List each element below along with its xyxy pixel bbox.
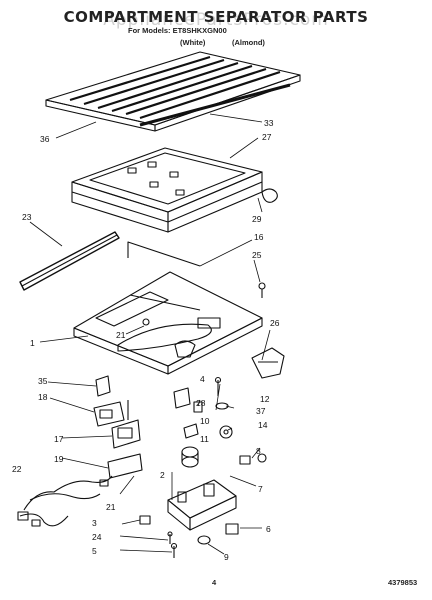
- callout-27: 27: [262, 132, 272, 142]
- callout-11: 11: [200, 434, 209, 444]
- callout-7: 7: [258, 484, 263, 494]
- callout-16: 16: [254, 232, 264, 242]
- callout-23: 23: [22, 212, 32, 222]
- part-gasket-strip: [19, 231, 120, 291]
- part-housing-35: [95, 375, 111, 397]
- part-gear-14: [219, 425, 233, 439]
- model-list: For Models: ET8SHKXGN00: [128, 26, 227, 35]
- callout-12: 12: [260, 394, 270, 404]
- part-bracket-18: [93, 401, 125, 427]
- callout-10: 10: [200, 416, 210, 426]
- callout-labels: 36 33 27 29 23 16 25 1 21 26 35 4 12 18 …: [12, 118, 280, 562]
- callout-19: 19: [54, 454, 64, 464]
- callout-9: 9: [224, 552, 229, 562]
- color-almond-label: (Almond): [232, 38, 265, 47]
- callout-21-upper: 21: [116, 330, 126, 340]
- callout-4: 4: [200, 374, 205, 384]
- part-clip-6: [225, 523, 239, 535]
- page-number: 4: [212, 578, 217, 587]
- callout-14: 14: [258, 420, 268, 430]
- callout-1: 1: [30, 338, 35, 348]
- part-switch-28: [193, 401, 203, 413]
- callout-29: 29: [252, 214, 262, 224]
- color-white-label: (White): [180, 38, 206, 47]
- callout-37: 37: [256, 406, 266, 416]
- part-clip: [261, 188, 278, 203]
- callout-36: 36: [40, 134, 50, 144]
- part-screw-12: [214, 376, 222, 396]
- part-damper-cover: [251, 347, 285, 379]
- part-clip-3: [139, 515, 151, 525]
- part-screw-5: [170, 542, 178, 558]
- part-clip-37: [215, 402, 229, 410]
- callout-17: 17: [54, 434, 64, 444]
- part-cover-19: [107, 453, 143, 479]
- callout-28: 28: [196, 398, 206, 408]
- callout-25: 25: [252, 250, 262, 260]
- part-screw-24: [167, 531, 173, 544]
- callout-2: 2: [160, 470, 165, 480]
- callout-22: 22: [12, 464, 22, 474]
- watermark: AppliancePartsPros.com: [103, 10, 329, 30]
- part-base-pan: [73, 271, 263, 375]
- part-screw-21-upper: [142, 318, 150, 326]
- part-wire-harness: [17, 475, 113, 527]
- part-separator-frame: [71, 147, 263, 233]
- callout-24: 24: [92, 532, 102, 542]
- callout-6: 6: [266, 524, 271, 534]
- part-screw-25: [258, 282, 266, 298]
- callout-35: 35: [38, 376, 48, 386]
- leader-lines: [29, 113, 271, 555]
- page-title: COMPARTMENT SEPARATOR PARTS: [63, 8, 369, 26]
- callout-8: 8: [256, 446, 261, 456]
- part-damper-housing-7: [167, 479, 237, 531]
- callout-21-lower: 21: [106, 502, 116, 512]
- part-knob-9: [197, 535, 211, 545]
- callout-26: 26: [270, 318, 280, 328]
- callout-33: 33: [264, 118, 274, 128]
- callout-5: 5: [92, 546, 97, 556]
- part-bracket-10: [183, 423, 199, 439]
- part-wire: [127, 241, 201, 267]
- part-motor-11: [181, 446, 199, 468]
- part-control-box-17: [111, 400, 141, 449]
- part-lamp-8: [239, 453, 267, 465]
- callout-3: 3: [92, 518, 97, 528]
- document-number: 4379853: [388, 578, 418, 587]
- part-fastener-4: [173, 387, 191, 409]
- callout-18: 18: [38, 392, 48, 402]
- part-shelf-grille: [45, 51, 301, 132]
